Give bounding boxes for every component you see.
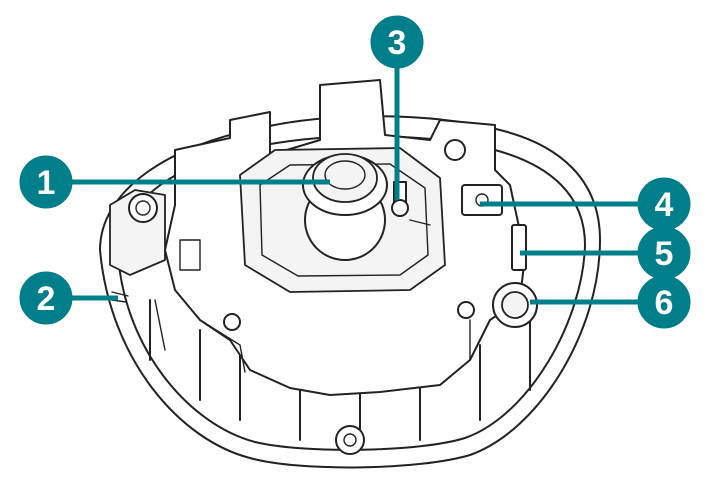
left-boss-screw-inner [135,200,151,216]
lens-glass-inner [324,160,366,190]
callout-badge-2 [19,271,73,325]
callout-label-6: 6 [655,284,674,322]
focus-screw-head [391,199,409,217]
cable-port [461,184,503,216]
callout-label-4: 4 [655,186,674,224]
upper-right-hole [444,139,466,161]
mid-right-hole [457,301,475,319]
slot [511,224,527,271]
bottom-screw-inner [343,433,357,447]
camera-body-drawing [99,79,601,469]
detail-lines [154,219,471,373]
callout-label-3: 3 [388,24,407,62]
left-boss-screw [128,193,158,223]
lens [302,153,388,261]
callout-label-5: 5 [655,235,674,273]
screw-hole [492,282,538,328]
callouts: 1 2 3 4 5 6 [19,15,691,329]
cable-port-body [461,184,503,216]
callout-label-1: 1 [37,164,56,202]
lower-left-hole [223,313,241,331]
callout-badge-1 [19,155,73,209]
screw-hole-inner [501,291,529,319]
callout-badge-3 [370,15,424,69]
callout-label-2: 2 [37,280,56,318]
skirt-wall [149,299,531,446]
focus-screw [391,181,409,217]
callout-badge-6 [637,275,691,329]
bottom-screw [335,425,365,455]
